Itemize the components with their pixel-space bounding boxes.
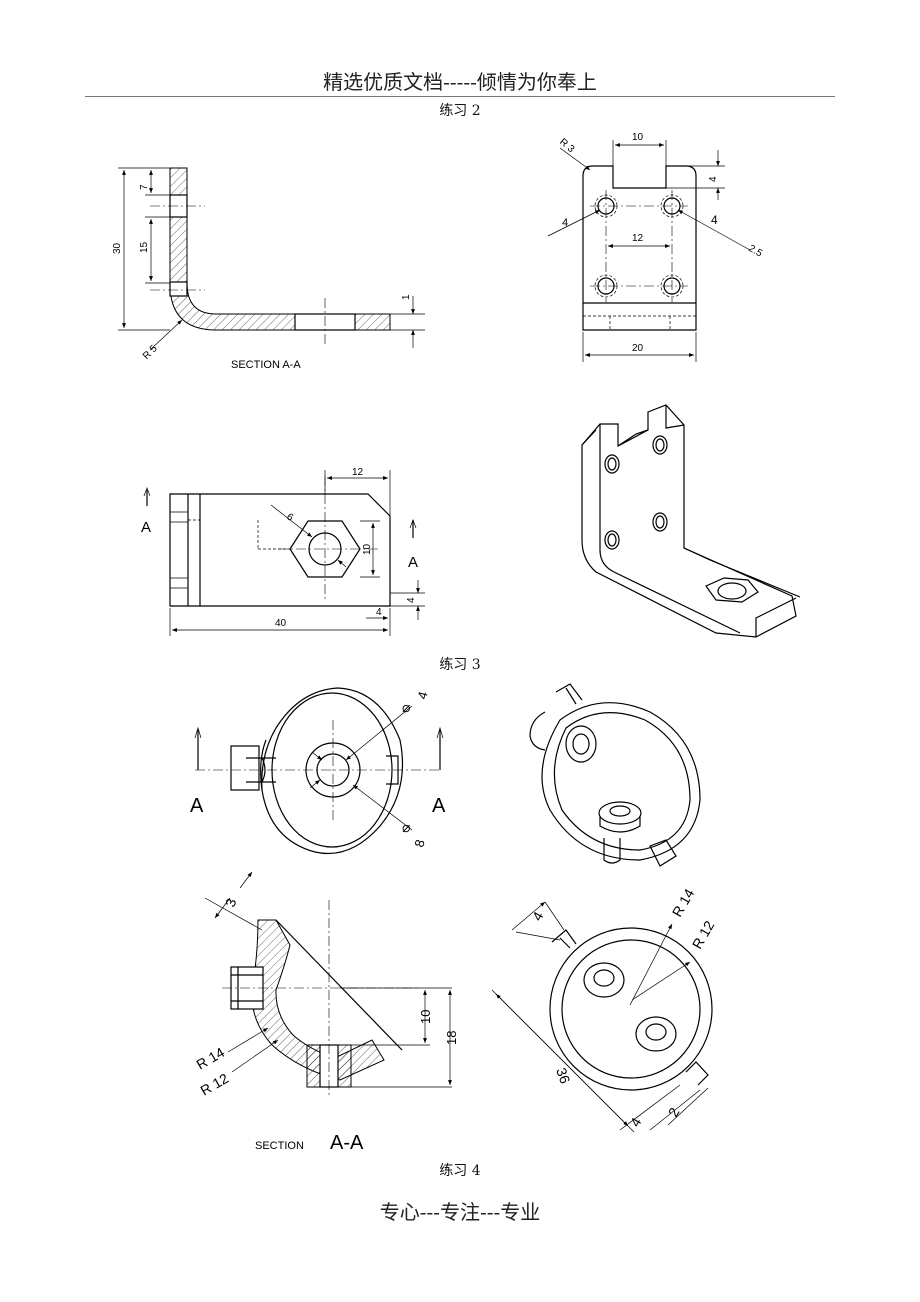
ex3-front-view — [194, 687, 444, 855]
caption-exercise-3: 练习 3 — [439, 657, 481, 673]
ex2-section-label: SECTION A-A — [231, 359, 301, 371]
ex2-dim-phi-2-5: 2.5 — [747, 243, 765, 260]
ex4-dim-10: 10 — [418, 1010, 433, 1024]
ex2b-dim-4-bottom: 4 — [376, 607, 382, 618]
ex4-dim-r14: R 14 — [194, 1044, 228, 1073]
ex3-label-a-left: A — [190, 795, 204, 817]
ex4-dim-4-top: 4 — [529, 909, 547, 924]
ex2-dim-4-top: 4 — [708, 176, 719, 182]
ex4-dim-36: 36 — [553, 1066, 573, 1086]
ex4-dim-2: 2 — [665, 1105, 683, 1120]
ex2-dim-r5: R 5 — [141, 343, 160, 362]
ex2b-dim-40: 40 — [275, 618, 287, 629]
ex2-dim-12: 12 — [632, 233, 644, 244]
ex4-section-aa: A-A — [330, 1132, 364, 1154]
ex2b-dim-12: 12 — [352, 467, 364, 478]
ex2-section-view — [118, 167, 425, 351]
ex4-dim-18: 18 — [444, 1031, 459, 1045]
ex2-top-view — [143, 470, 425, 636]
ex4-dim-r12b: R 12 — [689, 918, 718, 952]
ex2b-label-a-left: A — [141, 519, 151, 536]
ex2-dim-20: 20 — [632, 343, 644, 354]
ex3-label-a-right: A — [432, 795, 446, 817]
ex2-dim-30: 30 — [112, 242, 123, 254]
ex2b-dim-4-right: 4 — [406, 597, 417, 603]
ex2b-dim-phi-6: 6 — [284, 511, 295, 523]
ex4-section-label: SECTION — [255, 1140, 304, 1152]
ex3-dim-8: 8 — [411, 838, 427, 849]
ex2-isometric-view — [581, 404, 801, 638]
header-rule — [85, 96, 835, 97]
caption-exercise-2: 练习 2 — [439, 103, 481, 119]
ex2-dim-r3: R 3 — [557, 137, 576, 156]
ex3-dim-4: 4 — [414, 690, 430, 701]
ex2-dim-10: 10 — [632, 132, 644, 143]
ex2-dim-15: 15 — [139, 241, 150, 253]
ex2b-label-a-right: A — [408, 554, 418, 571]
ex2-dim-4-left: 4 — [562, 217, 568, 229]
ex2-dim-4-right: 4 — [711, 213, 718, 227]
ex4-top-view — [491, 901, 713, 1133]
ex2-dim-1: 1 — [401, 294, 412, 300]
ex4-section-view — [204, 871, 452, 1095]
page-footer: 专心---专注---专业 — [379, 1200, 541, 1224]
ex2b-dim-10: 10 — [362, 543, 373, 555]
ex2-dim-7: 7 — [139, 184, 150, 190]
ex3-phi-4-symbol: ⌀ — [402, 699, 410, 715]
ex3-isometric-view — [529, 683, 701, 867]
ex4-dim-r12: R 12 — [198, 1070, 232, 1099]
ex3-phi-8-symbol: ⌀ — [402, 819, 410, 835]
ex4-dim-3: 3 — [222, 896, 240, 909]
page-header-title: 精选优质文档-----倾情为你奉上 — [323, 70, 597, 94]
ex4-dim-r14b: R 14 — [669, 886, 698, 920]
caption-exercise-4: 练习 4 — [439, 1163, 481, 1179]
ex2-front-view — [547, 140, 751, 362]
